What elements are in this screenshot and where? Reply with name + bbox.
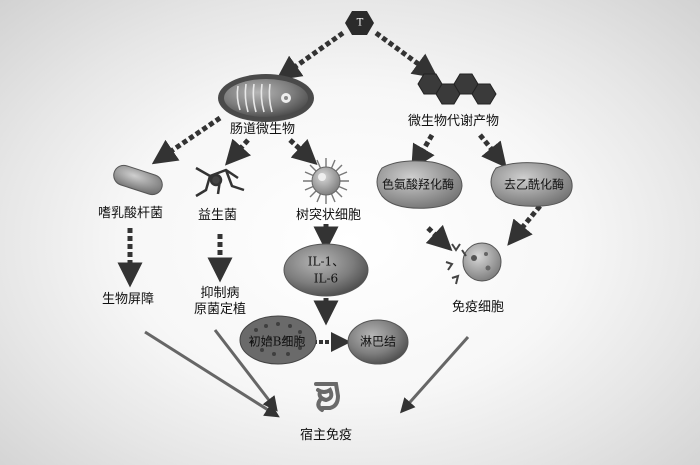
arrow-trp-to-immune: [425, 224, 453, 252]
lactobacillus-label: 嗜乳酸杆菌: [98, 206, 164, 221]
arrow-gut-to-lacto: [151, 115, 222, 165]
dendritic-cell: [303, 158, 349, 204]
il-label-line1: IL-1、: [307, 254, 345, 269]
top-hexagon: [345, 11, 374, 35]
metabolite-label: 微生物代谢产物: [408, 114, 500, 129]
host-immunity-label: 宿主免疫: [300, 428, 353, 443]
arrow-inhibit-to-host: [213, 329, 278, 412]
trp-hydroxylase-blob: [376, 160, 463, 209]
probiotic-cell: [195, 166, 245, 198]
top-label: T: [356, 17, 364, 29]
dendritic-label: 树突状细胞: [296, 208, 362, 223]
trp-hydroxylase-label: 色氨酸羟化酶: [381, 177, 455, 192]
lymph-node-label: 淋巴结: [359, 334, 397, 349]
deacetylase-label: 去乙酰化酶: [503, 177, 565, 192]
arrow-gut-to-dendritic: [288, 138, 318, 166]
arrow-t-to-gut: [275, 30, 345, 81]
inhibit-label-line1: 抑制病: [200, 286, 240, 301]
gut-microbe-shape: [218, 74, 314, 122]
gut-microbe-label: 肠道微生物: [230, 122, 296, 137]
immune-cell-label: 免疫细胞: [452, 300, 505, 315]
arrow-metab-to-deacetyl: [478, 133, 507, 168]
immune-cell: [445, 242, 502, 285]
naive-bcell-shape: [239, 315, 317, 365]
lymph-node-shape: [347, 319, 409, 365]
deacetylase-blob: [490, 162, 573, 207]
arrow-barrier-to-host: [144, 330, 280, 418]
probiotic-label: 益生菌: [198, 208, 238, 223]
arrow-gut-to-probio: [224, 138, 251, 166]
il-oval: [283, 243, 369, 297]
intestine-icon: [314, 382, 341, 412]
arrow-t-to-metab: [374, 30, 439, 79]
metabolite-hexagons: [417, 73, 497, 105]
barrier-label: 生物屏障: [102, 292, 155, 307]
arrow-immune-to-host: [400, 336, 470, 414]
arrow-deacetyl-to-immune: [507, 204, 542, 246]
il-label-line2: IL-6: [313, 271, 339, 286]
arrow-metab-to-trp: [411, 133, 435, 171]
lactobacillus-rod: [113, 164, 163, 196]
naive-bcell-label: 初始B细胞: [248, 334, 306, 349]
inhibit-label-line2: 原菌定植: [193, 302, 247, 317]
